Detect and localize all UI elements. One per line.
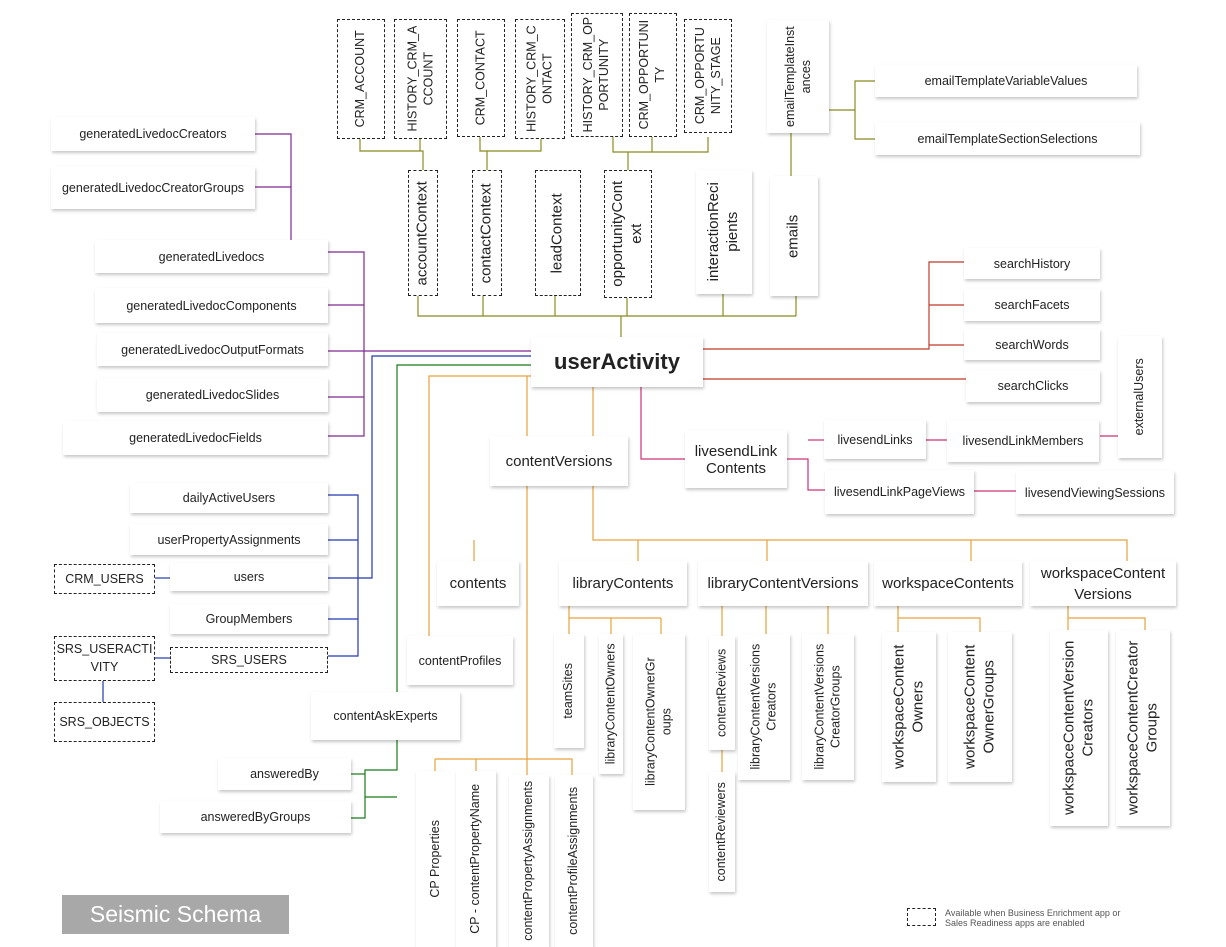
node-library-content-versions[interactable]: libraryContentVersions [698, 561, 868, 606]
node-history-crm-contact[interactable]: HISTORY_CRM_C ONTACT [515, 19, 565, 139]
node-livesend-link-members[interactable]: livesendLinkMembers [947, 420, 1099, 462]
node-generated-livedoc-fields[interactable]: generatedLivedocFields [63, 421, 328, 455]
node-user-property-assignments[interactable]: userPropertyAssignments [130, 524, 328, 555]
node-library-content-owners[interactable]: libraryContentOwners [599, 634, 623, 774]
olive-connector [854, 110, 875, 140]
olive-connector [612, 137, 709, 153]
node-account-context[interactable]: accountContext [408, 170, 438, 296]
purple-connector [255, 133, 292, 240]
node-workspace-content-version-creators[interactable]: workspaceContentVersion Creators [1050, 630, 1108, 826]
node-workspace-contents[interactable]: workspaceContents [874, 561, 1022, 606]
purple-connector [328, 251, 365, 437]
node-search-facets[interactable]: searchFacets [964, 289, 1100, 321]
node-email-template-section-selections[interactable]: emailTemplateSectionSelections [875, 122, 1140, 155]
node-srs-objects[interactable]: SRS_OBJECTS [54, 702, 155, 742]
node-generated-livedoc-creators[interactable]: generatedLivedocCreators [51, 117, 255, 151]
node-content-reviews[interactable]: contentReviews [709, 636, 735, 750]
orange-connector [897, 606, 981, 632]
node-cp-properties[interactable]: CP Properties [416, 771, 456, 947]
orange-connector [568, 606, 661, 619]
node-generated-livedocs[interactable]: generatedLivedocs [95, 240, 328, 273]
orange-connector [428, 375, 531, 636]
node-srs-user-activity[interactable]: SRS_USERACTI VITY [54, 636, 155, 681]
node-email-template-variable-values[interactable]: emailTemplateVariableValues [875, 65, 1137, 97]
orange-connector [1067, 606, 1146, 630]
node-livesend-links[interactable]: livesendLinks [824, 420, 926, 459]
node-search-clicks[interactable]: searchClicks [966, 370, 1100, 402]
node-crm-opportunity[interactable]: CRM_OPPORTUNI TY [629, 13, 677, 137]
node-search-history[interactable]: searchHistory [964, 248, 1100, 279]
olive-connector [417, 296, 796, 317]
node-generated-livedoc-components[interactable]: generatedLivedocComponents [95, 288, 328, 323]
node-library-content-versions-creator-groups[interactable]: libraryContentVersions CreatorGroups [802, 634, 854, 780]
node-cp-content-property-name[interactable]: CP - contentPropertyName [456, 771, 496, 947]
node-history-crm-account[interactable]: HISTORY_CRM_A CCOUNT [394, 19, 447, 139]
node-crm-contact[interactable]: CRM_CONTACT [457, 19, 505, 137]
node-external-users[interactable]: externalUsers [1118, 336, 1162, 458]
node-generated-livedoc-output-formats[interactable]: generatedLivedocOutputFormats [97, 333, 328, 366]
node-content-profile-assignments[interactable]: contentProfileAssignments [555, 775, 593, 947]
node-opportunity-context[interactable]: opportunityCont ext [604, 170, 652, 298]
node-contact-context[interactable]: contactContext [472, 170, 502, 296]
node-library-content-owner-groups[interactable]: libraryContentOwnerGr oups [633, 634, 685, 810]
node-emails[interactable]: emails [770, 176, 818, 296]
node-livesend-link-contents[interactable]: livesendLink Contents [685, 431, 787, 488]
blue-connector [328, 494, 359, 657]
olive-connector [359, 137, 424, 170]
orange-connector [592, 486, 1128, 561]
olive-connector [829, 80, 875, 111]
orange-connector [435, 758, 573, 775]
legend-dashed-swatch [907, 908, 936, 926]
node-content-property-assignments[interactable]: contentPropertyAssignments [509, 775, 549, 947]
pink-connector [787, 458, 825, 491]
node-workspace-content-owners[interactable]: workspaceContent Owners [882, 632, 936, 782]
node-srs-users[interactable]: SRS_USERS [170, 647, 328, 673]
node-crm-users[interactable]: CRM_USERS [54, 564, 155, 594]
node-answered-by-groups[interactable]: answeredByGroups [160, 801, 351, 833]
legend-text: Available when Business Enrichment app o… [945, 908, 1121, 928]
diagram-title: Seismic Schema [62, 895, 289, 934]
node-livesend-viewing-sessions[interactable]: livesendViewingSessions [1016, 471, 1174, 514]
node-team-sites[interactable]: teamSites [554, 634, 584, 748]
green-connector [351, 364, 531, 819]
node-content-versions[interactable]: contentVersions [490, 436, 628, 486]
node-workspace-content-versions[interactable]: workspaceContent Versions [1030, 561, 1176, 606]
node-group-members[interactable]: GroupMembers [170, 604, 328, 634]
node-livesend-link-page-views[interactable]: livesendLinkPageViews [825, 470, 974, 514]
node-answered-by[interactable]: answeredBy [218, 758, 351, 790]
node-crm-opportunity-stage[interactable]: CRM_OPPORTU NITY_STAGE [684, 19, 732, 133]
node-generated-livedoc-creator-groups[interactable]: generatedLivedocCreatorGroups [51, 167, 255, 209]
node-library-content-versions-creators[interactable]: libraryContentVersions Creators [738, 634, 790, 780]
node-history-crm-opportunity[interactable]: HISTORY_CRM_OP PORTUNITY [571, 13, 623, 137]
node-contents[interactable]: contents [437, 561, 519, 606]
node-content-ask-experts[interactable]: contentAskExperts [311, 692, 460, 740]
node-content-reviewers[interactable]: contentReviewers [709, 772, 735, 892]
node-interaction-recipients[interactable]: interactionReci pients [696, 170, 752, 294]
node-crm-account[interactable]: CRM_ACCOUNT [337, 19, 385, 139]
node-email-template-instances[interactable]: emailTemplateInst ances [767, 20, 829, 133]
node-generated-livedoc-slides[interactable]: generatedLivedocSlides [97, 378, 328, 412]
node-search-words[interactable]: searchWords [964, 329, 1100, 360]
node-workspace-content-creator-groups[interactable]: workspaceContentCreator Groups [1116, 630, 1170, 826]
node-workspace-content-owner-groups[interactable]: workspaceContent OwnerGroups [948, 632, 1012, 782]
node-content-profiles[interactable]: contentProfiles [407, 636, 513, 685]
node-lead-context[interactable]: leadContext [535, 170, 581, 296]
blue-connector [328, 355, 531, 579]
olive-connector [479, 137, 542, 152]
node-userActivity[interactable]: userActivity [531, 337, 703, 387]
node-library-contents[interactable]: libraryContents [559, 561, 687, 606]
node-daily-active-users[interactable]: dailyActiveUsers [130, 483, 328, 513]
node-users[interactable]: users [170, 563, 328, 591]
pink-connector [640, 387, 685, 460]
